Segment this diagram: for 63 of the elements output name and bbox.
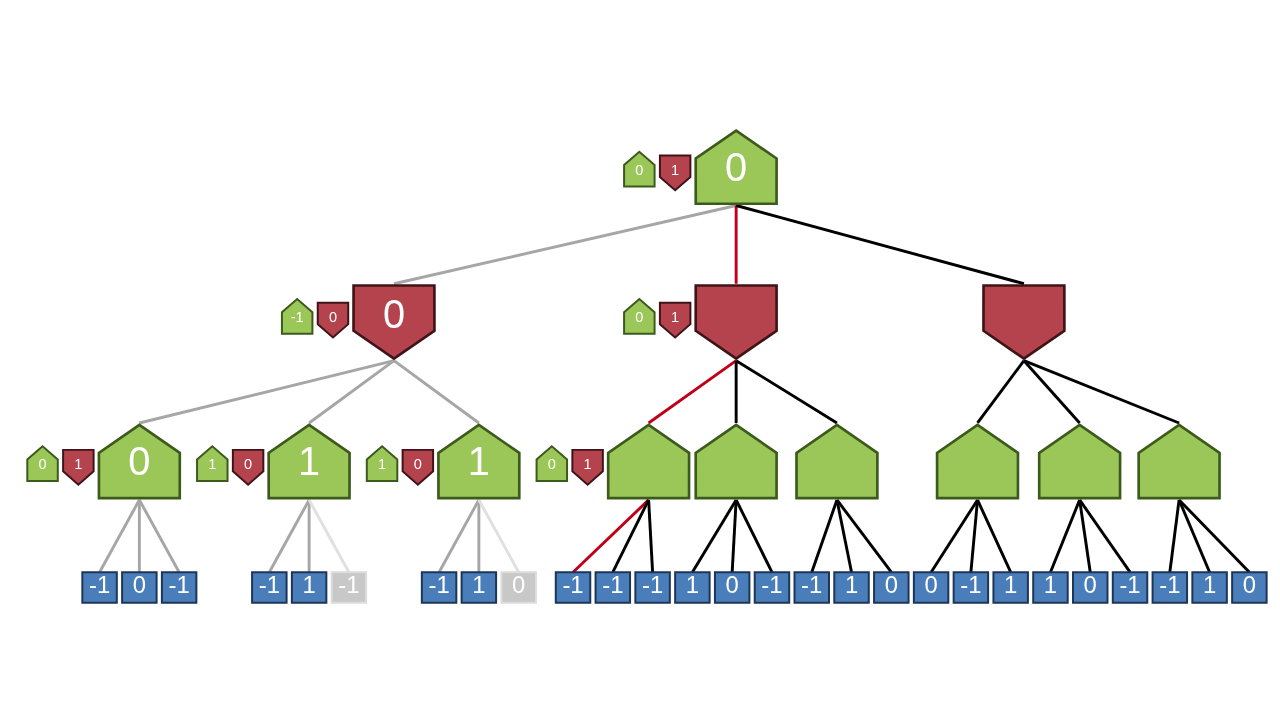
node-box: 1 — [992, 571, 1029, 604]
node-box: 1 — [833, 571, 870, 604]
connector — [307, 499, 351, 573]
node-arrow — [1137, 423, 1221, 500]
connector — [647, 499, 655, 573]
node-box: -1 — [251, 571, 288, 604]
connector — [98, 499, 141, 573]
node-arrow — [694, 423, 778, 500]
connector — [691, 499, 738, 573]
connector — [735, 359, 838, 425]
node-box: 1 — [674, 571, 711, 604]
node-box: 0 — [121, 571, 158, 604]
node-box: -1 — [594, 571, 632, 604]
node-box: -1 — [793, 571, 830, 604]
node-box: -1 — [1111, 571, 1149, 604]
node-arrow — [935, 423, 1020, 500]
node-arrow — [795, 423, 879, 500]
connector — [308, 359, 395, 425]
connector — [437, 499, 481, 573]
connector — [835, 499, 853, 573]
connector — [734, 360, 738, 423]
connector — [477, 499, 520, 573]
connector — [976, 499, 1012, 573]
node-box: -1 — [634, 571, 671, 604]
node-box: 1 — [1191, 571, 1228, 604]
connector — [734, 205, 738, 284]
node-arrow — [606, 423, 691, 500]
connector — [139, 359, 395, 425]
connector — [1168, 499, 1181, 573]
connector — [138, 499, 181, 573]
node-arrow — [982, 284, 1066, 361]
connector — [647, 359, 737, 425]
connector — [1023, 359, 1180, 425]
connector — [268, 499, 311, 573]
node-box: -1 — [753, 571, 791, 604]
connector — [929, 499, 979, 573]
node-box: 1 — [1032, 571, 1069, 604]
node-box: -1 — [952, 571, 990, 604]
connector — [1022, 359, 1081, 424]
connector — [137, 499, 141, 573]
node-arrow — [694, 284, 778, 361]
connector — [1049, 499, 1081, 573]
node-box: 0 — [1072, 571, 1109, 604]
node-box: 0 — [873, 571, 910, 604]
node-arrow — [1037, 423, 1122, 500]
node-box: 1 — [460, 571, 498, 604]
node-box: 0 — [713, 571, 751, 604]
connector — [976, 359, 1026, 424]
connector — [393, 359, 480, 425]
connector — [734, 499, 774, 573]
connector — [611, 499, 650, 573]
node-box: 0 — [1231, 571, 1268, 604]
node-box: -1 — [1151, 571, 1189, 604]
node-box: -1 — [81, 571, 118, 604]
connector — [735, 204, 1025, 286]
connector — [810, 499, 839, 573]
node-box: -1 — [160, 571, 198, 604]
node-box: -1 — [554, 571, 592, 604]
node-box: 1 — [290, 571, 328, 604]
connector — [393, 204, 737, 286]
node-box: -1 — [420, 571, 458, 604]
node-box: 0 — [912, 571, 950, 604]
connector — [969, 499, 979, 573]
